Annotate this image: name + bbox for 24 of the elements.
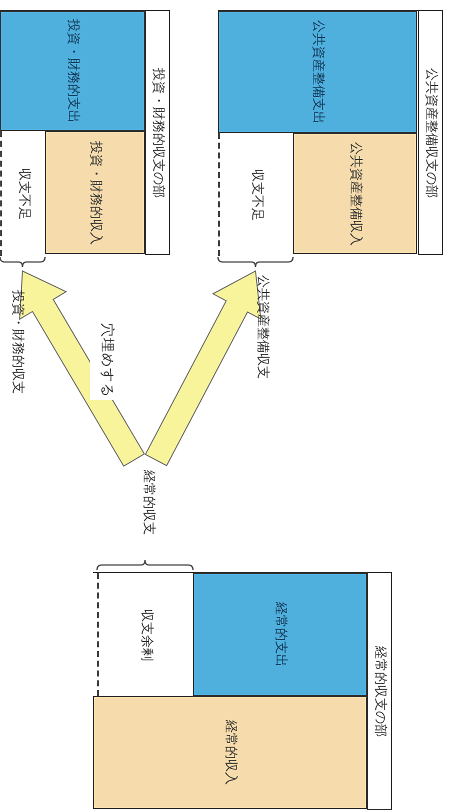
revenue-box [93, 696, 367, 809]
section-heading: 公共資産整備収支の部 [418, 11, 442, 255]
section-frame [93, 572, 392, 810]
arrow [144, 270, 262, 466]
box-label: 経常的収入 [222, 720, 238, 785]
arrow [19, 270, 145, 467]
bracket-label: 公共資産整備収支 [254, 275, 272, 381]
expenditure-box [0, 11, 145, 131]
bracket-label: 経常的収支 [140, 470, 158, 537]
box-label: 投資・財務的支出 [64, 19, 81, 123]
revenue-box [45, 131, 145, 254]
expenditure-box [193, 573, 367, 696]
area-label: 収支不足 [16, 168, 32, 220]
bracket-label: 投資・財務的収支 [9, 290, 26, 396]
section-frame [0, 10, 170, 255]
box-label: 公共資産整備支出 [310, 20, 326, 124]
area-label: 収支余剰 [138, 608, 154, 660]
revenue-box [293, 133, 417, 254]
area-label: 収支不足 [248, 168, 265, 220]
expenditure-box [218, 11, 417, 133]
box-label: 経常的支出 [272, 602, 288, 667]
box-label: 投資・財務的収入 [87, 140, 104, 244]
box-label: 公共資産整備収入 [347, 142, 364, 246]
section-frame [218, 10, 443, 255]
